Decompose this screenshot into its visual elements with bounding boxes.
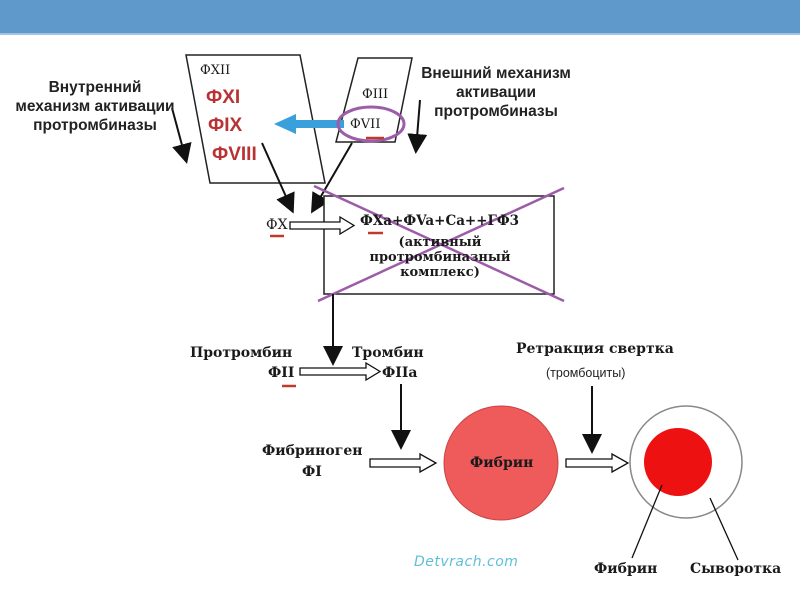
extrinsic-to-fx-arrow bbox=[310, 142, 353, 214]
f3-label: ФIII bbox=[362, 87, 389, 102]
fibrin-circle bbox=[443, 405, 559, 521]
prothrombin-name: Протромбин bbox=[190, 345, 293, 361]
retraction-title: Ретракция свертка bbox=[516, 341, 674, 357]
fx-label: ФX bbox=[266, 217, 288, 233]
fx-to-complex-arrow bbox=[289, 215, 356, 236]
fibrinogen-code: ФI bbox=[302, 464, 322, 480]
thrombin-code: ФIIa bbox=[382, 365, 418, 381]
blue-arrow bbox=[274, 114, 344, 134]
f8-label: ФVIII bbox=[212, 144, 257, 165]
f12-label: ФXII bbox=[200, 63, 231, 78]
intrinsic-to-fx-arrow bbox=[261, 142, 295, 214]
thrombin-name: Тромбин bbox=[352, 345, 424, 361]
top-banner bbox=[0, 0, 800, 35]
f11-label: ФXI bbox=[206, 87, 241, 108]
complex-note: (активный протромбиназный комплекс) bbox=[369, 235, 511, 280]
watermark: Detvrach.com bbox=[414, 554, 519, 570]
intrinsic-side-arrow bbox=[171, 107, 192, 164]
extrinsic-title: Внешний механизм активации протромбиназы bbox=[421, 65, 571, 120]
cross-line-1 bbox=[313, 184, 565, 303]
intrinsic-box bbox=[185, 54, 326, 184]
f7-label: ФVII bbox=[350, 117, 381, 132]
extrinsic-side-arrow bbox=[407, 99, 428, 154]
fibrinogen-to-fibrin-arrow bbox=[369, 452, 438, 474]
cross-line-2 bbox=[317, 186, 565, 303]
serum-pointer bbox=[709, 497, 739, 561]
fibrin-center-label: Фибрин bbox=[470, 455, 534, 471]
complex-formula: ФXa+ФVa+Ca++ГФ3 bbox=[360, 213, 520, 229]
fibrin-to-clot-arrow bbox=[565, 452, 630, 474]
fibrin-bottom-label: Фибрин bbox=[594, 561, 658, 577]
prothrombin-code: ФII bbox=[268, 365, 295, 381]
serum-label: Сыворотка bbox=[690, 561, 782, 577]
fibrinogen-name: Фибриноген bbox=[262, 443, 363, 459]
intrinsic-title: Внутренний механизм активации протромбин… bbox=[15, 79, 175, 134]
f9-label: ФIX bbox=[208, 115, 243, 136]
fibrin-pointer bbox=[631, 484, 663, 559]
retraction-sub: (тромбоциты) bbox=[546, 366, 626, 380]
fvii-highlight-ellipse bbox=[336, 105, 406, 143]
clot-circle bbox=[644, 428, 712, 496]
fii-to-fiia-arrow bbox=[299, 361, 382, 382]
